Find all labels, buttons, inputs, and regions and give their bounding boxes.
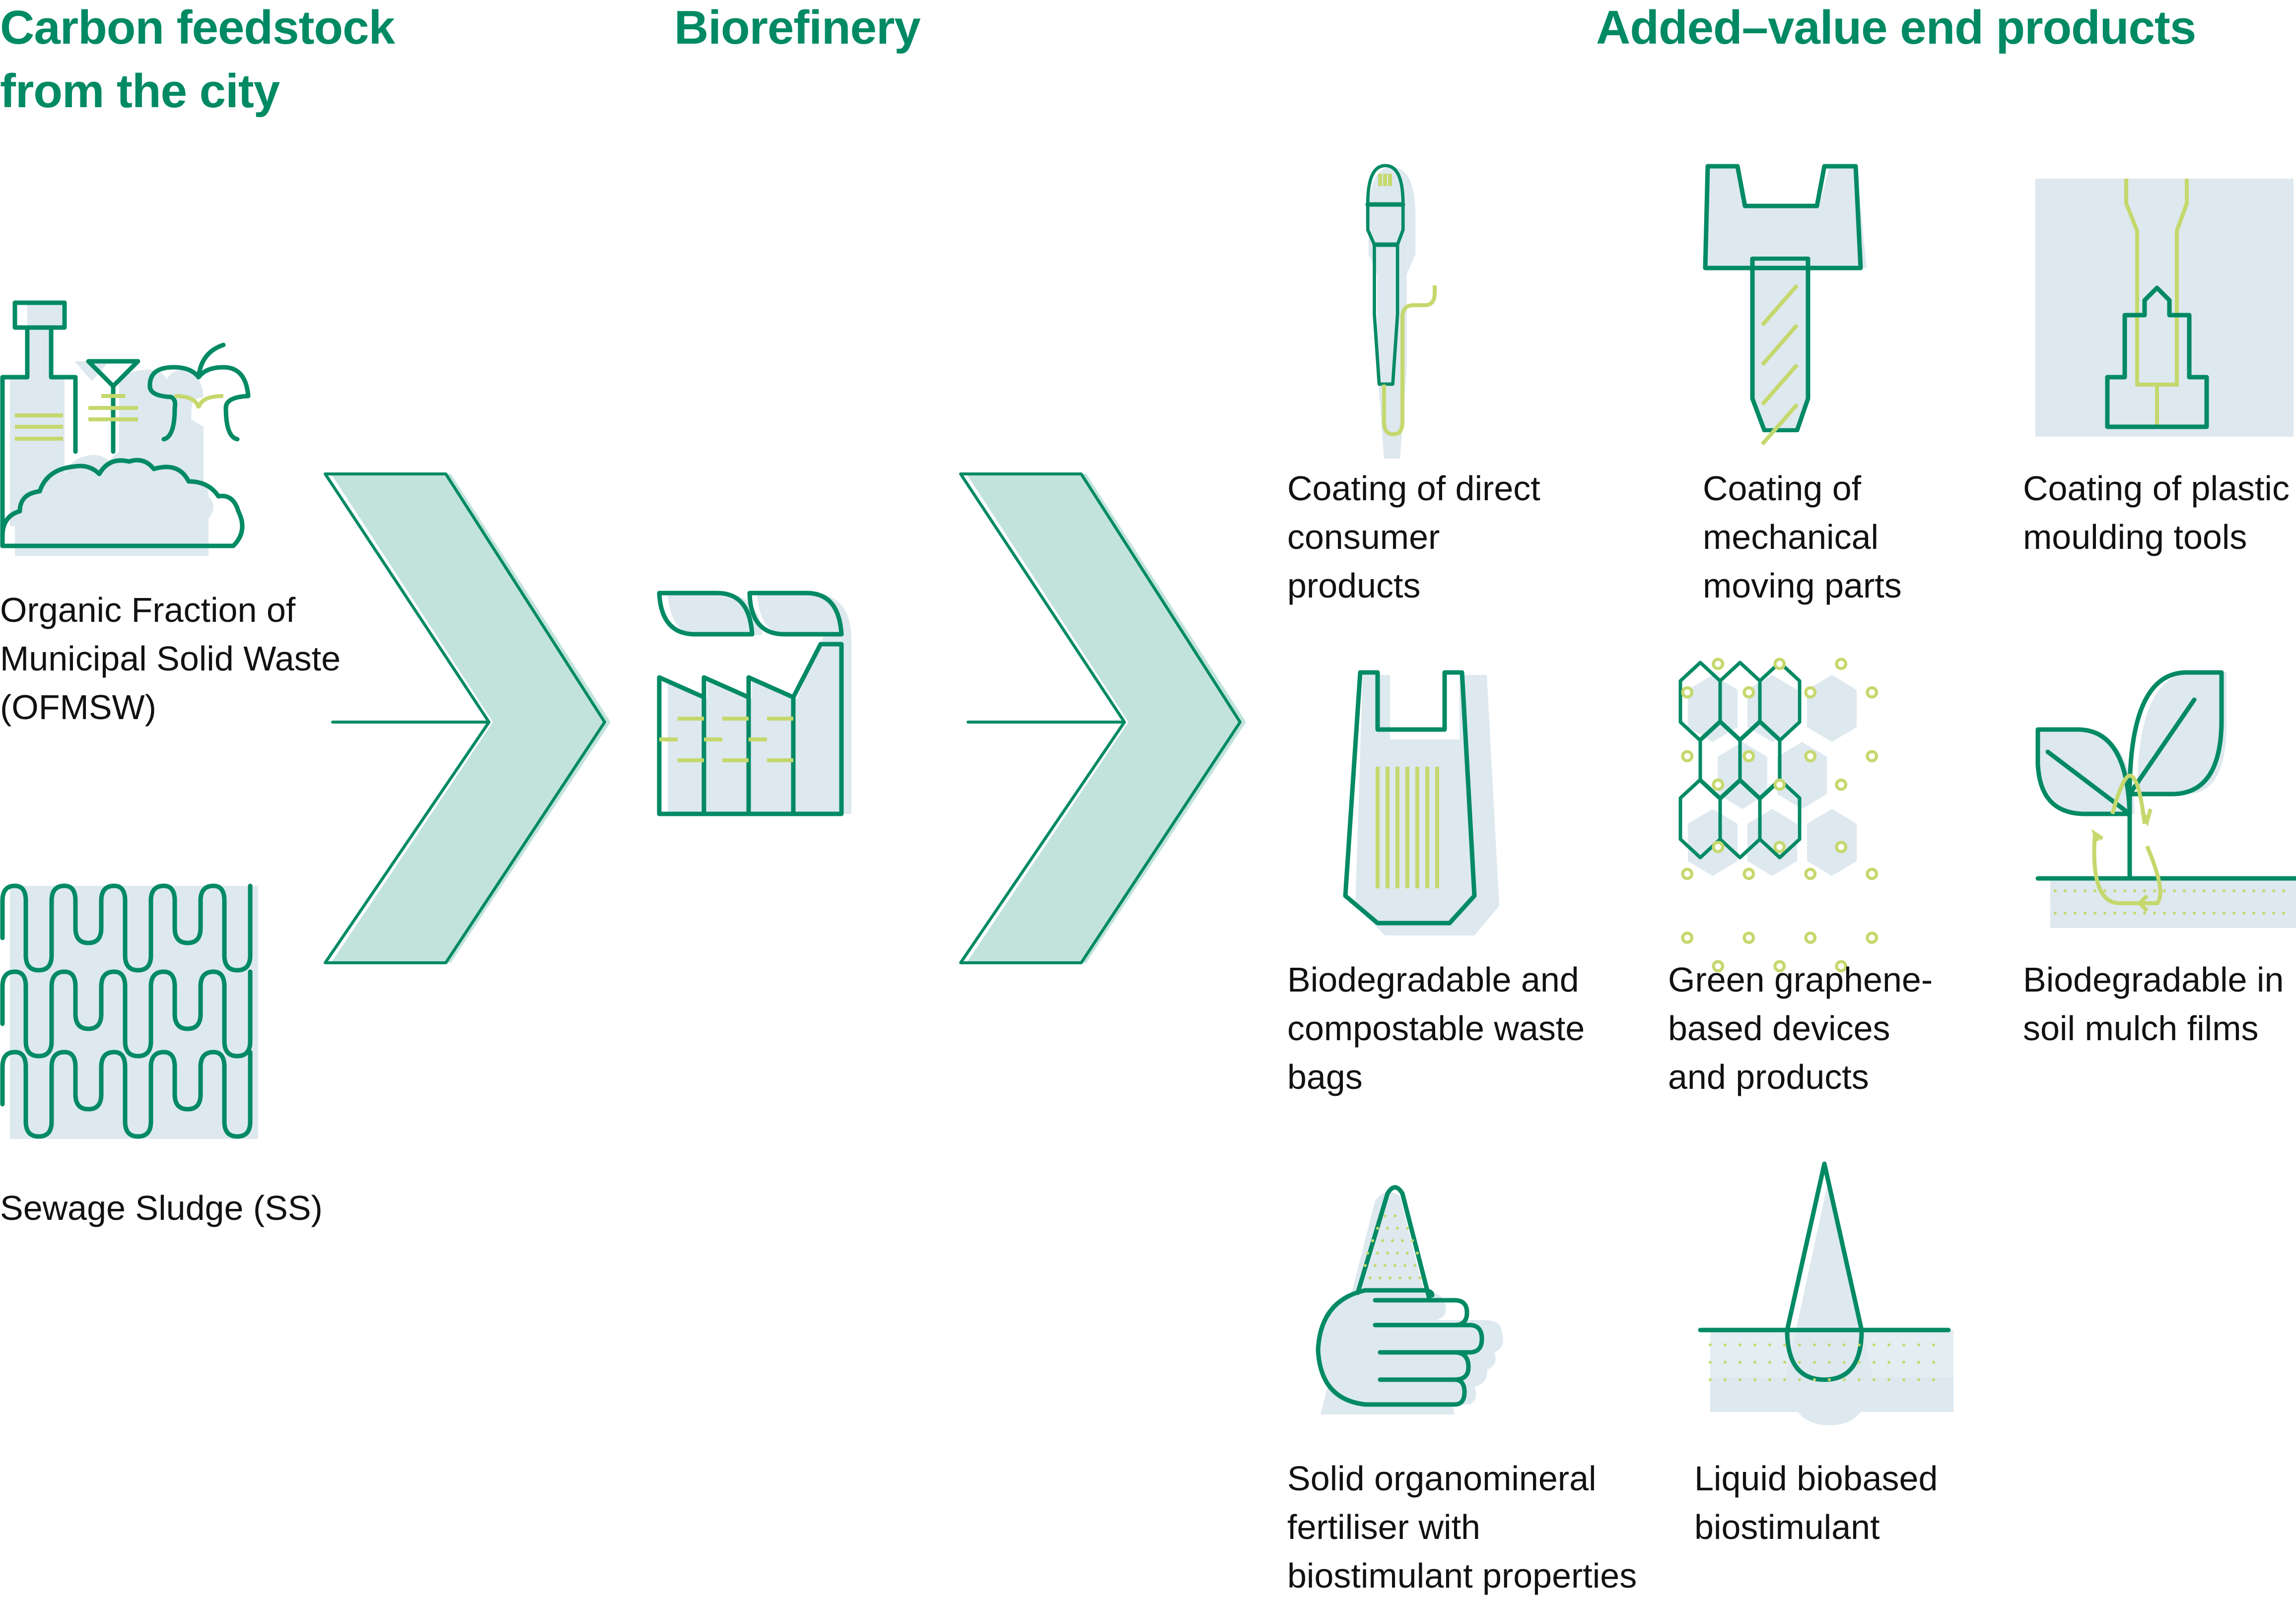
label-product-3: Coating of plastic moulding tools xyxy=(2023,464,2290,561)
heading-feedstock-line-1: Carbon feedstock xyxy=(0,1,395,54)
waste-bag-icon xyxy=(1343,670,1499,935)
label-line: Municipal Solid Waste xyxy=(0,639,341,678)
label-line: Biodegradable and xyxy=(1287,960,1579,999)
label-line: Sewage Sludge (SS) xyxy=(0,1189,323,1227)
label-line: Coating of xyxy=(1703,469,1862,508)
label-product-5: Green graphene- based devices and produc… xyxy=(1668,955,1933,1101)
heading-feedstock-line-2: from the city xyxy=(0,65,280,118)
label-product-8: Liquid biobased biostimulant xyxy=(1694,1454,1938,1551)
microphone-icon xyxy=(1365,164,1437,459)
label-line: and products xyxy=(1668,1058,1869,1096)
heading-biorefinery: Biorefinery xyxy=(674,1,921,54)
label-product-2: Coating of mechanical moving parts xyxy=(1703,464,1902,610)
label-line: biostimulant xyxy=(1694,1508,1880,1546)
mould-tool-icon xyxy=(2035,179,2294,437)
label-line: Coating of plastic xyxy=(2023,469,2290,508)
label-line: mechanical xyxy=(1703,518,1879,556)
flow-arrow-1 xyxy=(324,472,611,964)
label-line: Green graphene- xyxy=(1668,960,1933,999)
label-product-1: Coating of direct consumer products xyxy=(1287,464,1540,610)
label-line: based devices xyxy=(1668,1009,1890,1048)
label-line: compostable waste xyxy=(1287,1009,1585,1048)
label-line: moulding tools xyxy=(2023,518,2247,556)
heading-feedstock: Carbon feedstock from the city xyxy=(0,0,395,123)
label-line: products xyxy=(1287,566,1421,605)
label-sewage-sludge: Sewage Sludge (SS) xyxy=(0,1184,323,1232)
label-line: (OFMSW) xyxy=(0,688,156,727)
label-line: fertiliser with xyxy=(1287,1508,1480,1546)
label-line: Liquid biobased xyxy=(1694,1459,1938,1498)
label-line: Coating of direct xyxy=(1287,469,1540,508)
label-line: Solid organomineral xyxy=(1287,1459,1597,1498)
label-product-4: Biodegradable and compostable waste bags xyxy=(1287,955,1585,1101)
label-line: bags xyxy=(1287,1058,1363,1096)
plant-mulch-icon xyxy=(2035,670,2296,928)
hand-fertiliser-icon xyxy=(1316,1185,1503,1414)
label-line: moving parts xyxy=(1703,566,1902,605)
label-ofmsw: Organic Fraction of Municipal Solid Wast… xyxy=(0,586,341,732)
label-product-7: Solid organomineral fertiliser with bios… xyxy=(1287,1454,1637,1600)
label-product-6: Biodegradable in soil mulch films xyxy=(2023,955,2284,1053)
factory-icon xyxy=(657,591,851,816)
label-line: soil mulch films xyxy=(2023,1009,2259,1048)
label-line: biostimulant properties xyxy=(1287,1556,1637,1595)
organic-waste-icon xyxy=(0,300,251,556)
flow-arrow-2 xyxy=(959,472,1246,964)
liquid-drop-icon xyxy=(1698,1161,1953,1425)
sewage-sludge-icon xyxy=(0,883,258,1139)
label-line: consumer xyxy=(1287,518,1440,556)
heading-products: Added–value end products xyxy=(1596,1,2196,54)
graphene-icon xyxy=(1678,658,1879,973)
label-line: Biodegradable in xyxy=(2023,960,2284,999)
screw-icon xyxy=(1703,164,1867,446)
label-line: Organic Fraction of xyxy=(0,591,296,629)
